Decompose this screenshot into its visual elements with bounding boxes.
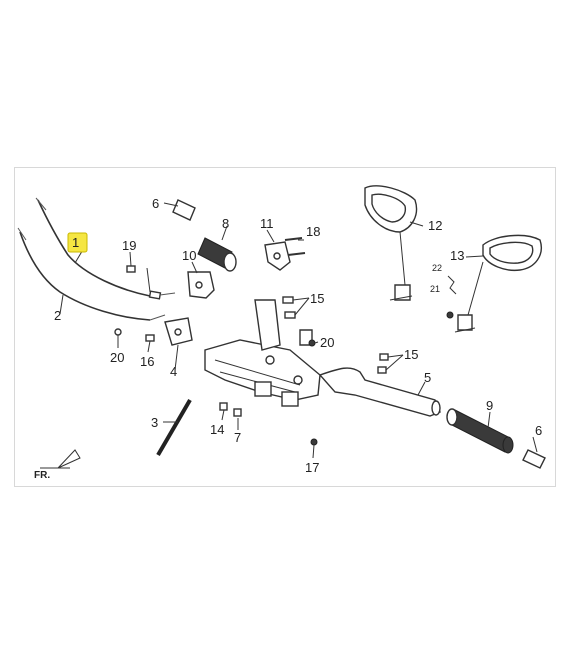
front-direction-indicator: FR.: [34, 449, 81, 481]
cable-2: [17, 227, 166, 321]
handlebar-tube-part-5: [318, 367, 441, 417]
callout-12: 12: [428, 218, 442, 233]
bolt-part-14: [219, 402, 228, 411]
leader-lines: [59, 202, 538, 459]
callout-10: 10: [182, 248, 196, 263]
callout-6-right: 6: [535, 423, 542, 438]
bar-end-right-part-6: [522, 449, 546, 469]
callout-19: 19: [122, 238, 136, 253]
callout-14: 14: [210, 422, 224, 437]
callout-1-highlight: [67, 232, 88, 253]
callout-11: 11: [260, 216, 274, 231]
callout-20-left: 20: [110, 350, 124, 365]
screws-part-18: [284, 237, 306, 256]
mirror-right-part-13: [454, 234, 542, 333]
callout-1: 1: [72, 235, 79, 250]
right-grip-part-9: [446, 408, 514, 454]
callout-8: 8: [222, 216, 229, 231]
nut-part-17: [310, 438, 318, 446]
callout-7: 7: [234, 430, 241, 445]
callout-13: 13: [450, 248, 464, 263]
throttle-grip-part-8: [197, 237, 237, 272]
callout-20-right: 20: [320, 335, 334, 350]
throttle-housing-part-10: [187, 271, 215, 299]
diagram-frame: [14, 167, 556, 487]
callout-2: 2: [54, 308, 61, 323]
callout-18: 18: [306, 224, 320, 239]
callout-9: 9: [486, 398, 493, 413]
callout-22: 22: [432, 263, 442, 273]
callout-21: 21: [430, 284, 440, 294]
rod-part-3: [156, 398, 192, 457]
mirror-left-part-12: [364, 185, 418, 301]
callout-6-left: 6: [152, 196, 159, 211]
callout-15-right: 15: [404, 347, 418, 362]
callout-17: 17: [305, 460, 319, 475]
callout-5: 5: [424, 370, 431, 385]
bolt-part-19: [126, 265, 136, 273]
bolt-part-20-right: [308, 339, 316, 347]
housing-cover-part-11: [264, 241, 291, 271]
direction-label: FR.: [34, 470, 50, 481]
callout-15-upper: 15: [310, 291, 324, 306]
callout-16: 16: [140, 354, 154, 369]
spring-part-22: [447, 275, 457, 295]
nut-part-7: [233, 408, 242, 417]
bar-end-left-part-6: [172, 199, 196, 221]
bolt-part-20-left: [114, 328, 122, 336]
throttle-cable-1: [35, 197, 176, 300]
clip-part-21: [446, 311, 454, 319]
callout-4: 4: [170, 364, 177, 379]
switch-housing-part-4: [164, 317, 193, 346]
callout-3: 3: [151, 415, 158, 430]
handlebar-bracket: [204, 299, 321, 407]
bolt-part-16: [145, 334, 155, 342]
